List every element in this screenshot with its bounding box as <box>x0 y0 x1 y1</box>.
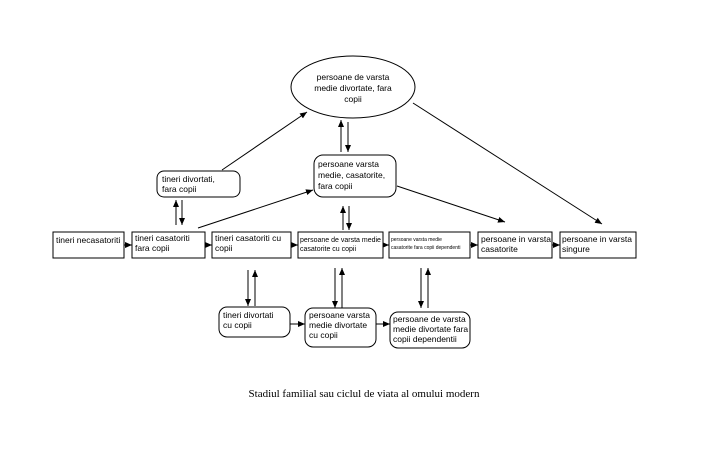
node-older-single-shape <box>559 231 637 259</box>
node-older-married-shape <box>477 231 553 259</box>
node-young-divorced-no-children: tineri divortati,fara copii <box>162 174 215 194</box>
arrow-young-married-to-mid-married <box>197 189 314 229</box>
node-mid-divorced-dependents-shape <box>389 311 471 349</box>
diagram-caption: Stadiul familial sau ciclul de viata al … <box>248 388 480 400</box>
node-young-single-shape <box>52 231 125 259</box>
node-young-married-with-children-shape <box>211 231 292 259</box>
arrow-mid-married-to-older <box>396 185 506 223</box>
node-young-divorced-with-children-shape <box>218 306 291 338</box>
arrow-young-divorced-to-ellipse <box>221 111 308 171</box>
node-mid-divorced-with-children-shape <box>304 307 377 348</box>
node-young-married-no-children-shape <box>131 231 206 259</box>
node-mid-divorced-no-children-shape <box>290 55 416 119</box>
arrow-ellipse-to-older-single <box>412 102 603 225</box>
node-young-divorced-no-children-shape <box>156 170 241 198</box>
node-young-single: tineri necasatoriti <box>56 235 120 245</box>
node-mid-married-dependents-shape <box>388 231 471 259</box>
node-mid-married-with-children-shape <box>297 231 384 259</box>
node-mid-married-no-children-shape <box>313 154 397 198</box>
